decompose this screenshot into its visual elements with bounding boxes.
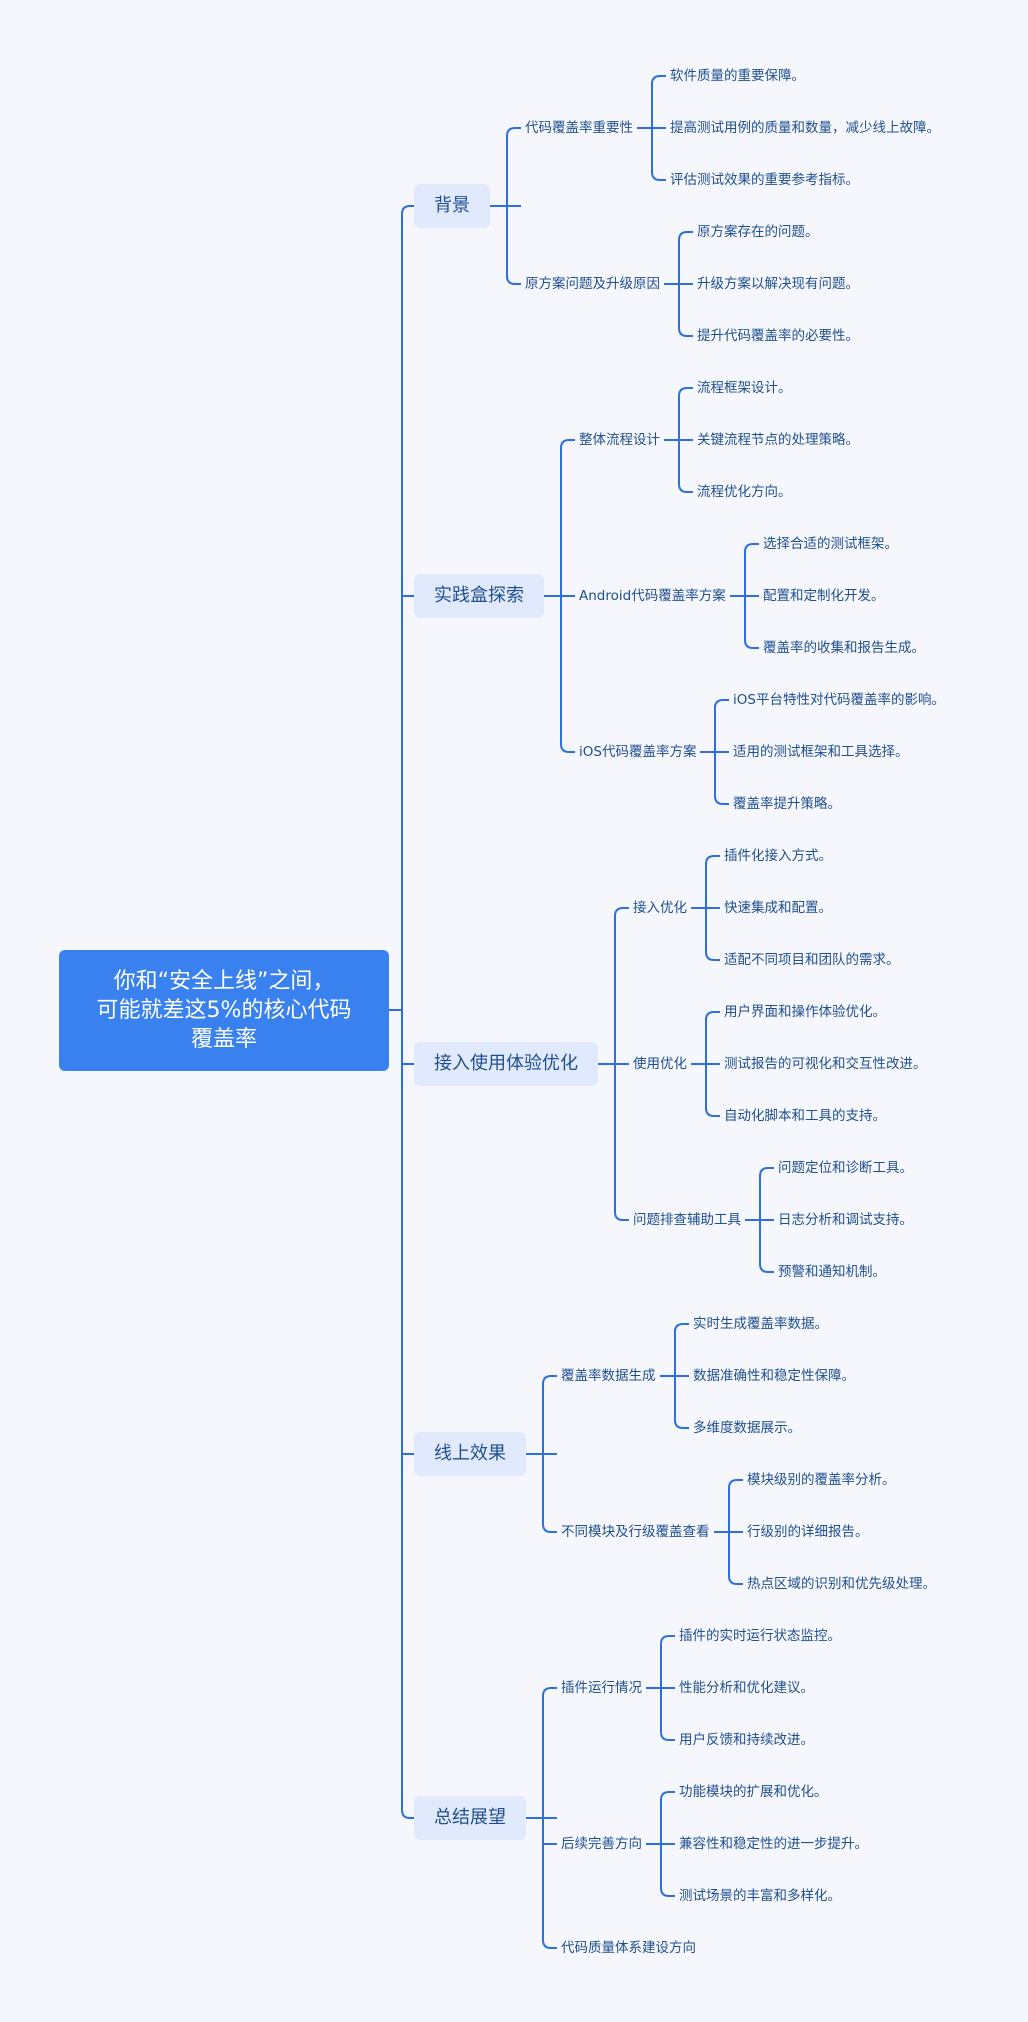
leaf-topic[interactable]: 提升代码覆盖率的必要性。: [697, 328, 859, 344]
subtopic[interactable]: iOS代码覆盖率方案: [579, 744, 697, 760]
subtopic[interactable]: 不同模块及行级覆盖查看: [561, 1524, 710, 1540]
leaf-topic[interactable]: 用户界面和操作体验优化。: [724, 1004, 886, 1020]
subtopic[interactable]: 使用优化: [633, 1056, 687, 1072]
leaf-topic[interactable]: 原方案存在的问题。: [697, 224, 819, 240]
subtopic[interactable]: 插件运行情况: [561, 1680, 642, 1696]
leaf-topic[interactable]: 选择合适的测试框架。: [763, 536, 898, 552]
branch-topic[interactable]: 线上效果: [414, 1432, 526, 1476]
connector-line: [542, 1375, 557, 1533]
leaf-topic[interactable]: 测试场景的丰富和多样化。: [679, 1888, 841, 1904]
leaf-topic[interactable]: 用户反馈和持续改进。: [679, 1732, 814, 1748]
connector-line: [401, 205, 414, 1819]
subtopic[interactable]: 代码覆盖率重要性: [525, 120, 633, 136]
subtopic[interactable]: 接入优化: [633, 900, 687, 916]
leaf-topic[interactable]: 适用的测试框架和工具选择。: [733, 744, 909, 760]
branch-topic[interactable]: 总结展望: [414, 1796, 526, 1840]
leaf-topic[interactable]: 覆盖率的收集和报告生成。: [763, 640, 925, 656]
leaf-topic[interactable]: 自动化脚本和工具的支持。: [724, 1108, 886, 1124]
leaf-topic[interactable]: 功能模块的扩展和优化。: [679, 1784, 828, 1800]
leaf-topic[interactable]: 适配不同项目和团队的需求。: [724, 952, 900, 968]
leaf-topic[interactable]: 数据准确性和稳定性保障。: [693, 1368, 855, 1384]
leaf-topic[interactable]: 测试报告的可视化和交互性改进。: [724, 1056, 927, 1072]
leaf-topic[interactable]: 快速集成和配置。: [724, 900, 832, 916]
leaf-topic[interactable]: 性能分析和优化建议。: [679, 1680, 814, 1696]
leaf-topic[interactable]: 热点区域的识别和优先级处理。: [747, 1576, 936, 1592]
leaf-topic[interactable]: 评估测试效果的重要参考指标。: [670, 172, 859, 188]
leaf-topic[interactable]: 模块级别的覆盖率分析。: [747, 1472, 896, 1488]
branch-topic[interactable]: 背景: [414, 184, 490, 228]
subtopic[interactable]: 原方案问题及升级原因: [525, 276, 660, 292]
leaf-topic[interactable]: 问题定位和诊断工具。: [778, 1160, 913, 1176]
leaf-topic[interactable]: 流程框架设计。: [697, 380, 792, 396]
subtopic[interactable]: 整体流程设计: [579, 432, 660, 448]
leaf-topic[interactable]: 日志分析和调试支持。: [778, 1212, 913, 1228]
branch-topic[interactable]: 接入使用体验优化: [414, 1042, 598, 1086]
branch-topic[interactable]: 实践盒探索: [414, 574, 544, 618]
subtopic[interactable]: Android代码覆盖率方案: [579, 588, 726, 604]
leaf-topic[interactable]: 软件质量的重要保障。: [670, 68, 805, 84]
connector-line: [506, 127, 521, 285]
leaf-topic[interactable]: 兼容性和稳定性的进一步提升。: [679, 1836, 868, 1852]
subtopic[interactable]: 问题排查辅助工具: [633, 1212, 741, 1228]
leaf-topic[interactable]: 覆盖率提升策略。: [733, 796, 841, 812]
leaf-topic[interactable]: iOS平台特性对代码覆盖率的影响。: [733, 692, 945, 708]
leaf-topic[interactable]: 插件的实时运行状态监控。: [679, 1628, 841, 1644]
subtopic[interactable]: 后续完善方向: [561, 1836, 642, 1852]
leaf-topic[interactable]: 提高测试用例的质量和数量，减少线上故障。: [670, 120, 940, 136]
connector-line: [542, 1687, 557, 1949]
leaf-topic[interactable]: 插件化接入方式。: [724, 848, 832, 864]
leaf-topic[interactable]: 行级别的详细报告。: [747, 1524, 869, 1540]
subtopic[interactable]: 代码质量体系建设方向: [561, 1940, 696, 1956]
leaf-topic[interactable]: 实时生成覆盖率数据。: [693, 1316, 828, 1332]
leaf-topic[interactable]: 预警和通知机制。: [778, 1264, 886, 1280]
leaf-topic[interactable]: 关键流程节点的处理策略。: [697, 432, 859, 448]
leaf-topic[interactable]: 流程优化方向。: [697, 484, 792, 500]
leaf-topic[interactable]: 配置和定制化开发。: [763, 588, 885, 604]
root-topic-label: 你和“安全上线”之间， 可能就差这5%的核心代码 覆盖率: [96, 969, 352, 1052]
root-topic[interactable]: 你和“安全上线”之间， 可能就差这5%的核心代码 覆盖率: [59, 950, 389, 1071]
leaf-topic[interactable]: 多维度数据展示。: [693, 1420, 801, 1436]
leaf-topic[interactable]: 升级方案以解决现有问题。: [697, 276, 859, 292]
subtopic[interactable]: 覆盖率数据生成: [561, 1368, 656, 1384]
